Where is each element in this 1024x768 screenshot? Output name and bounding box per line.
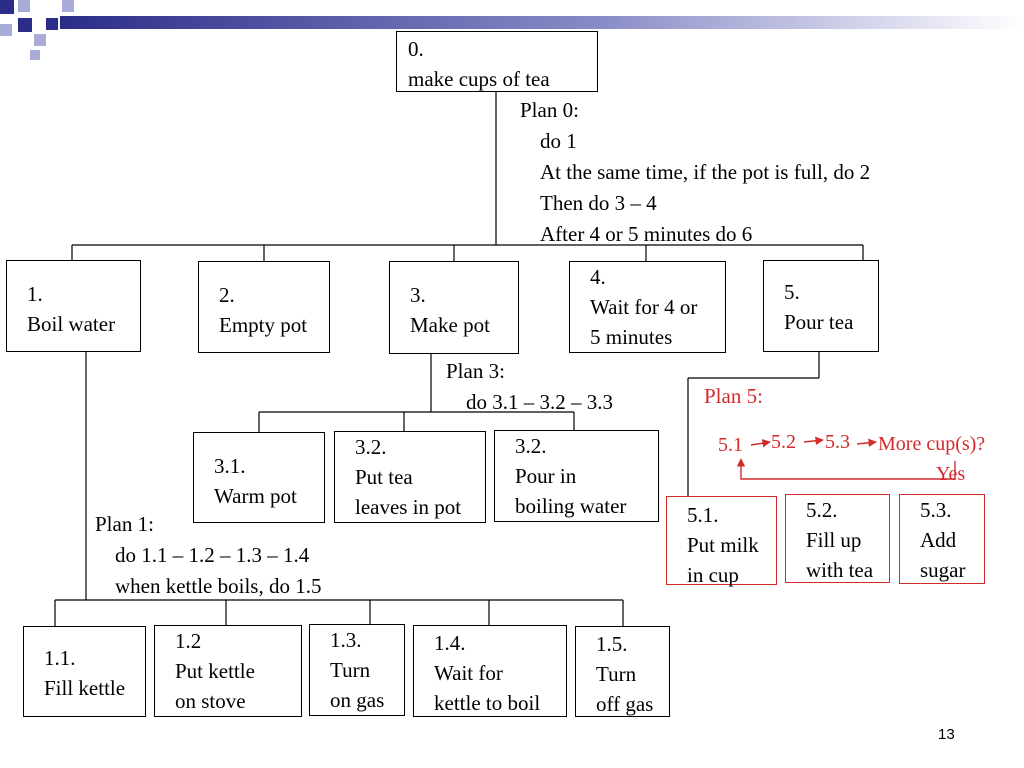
flow-arrow-1 [750,439,771,448]
task-number: 4. [590,265,606,289]
task-label: make cups of tea [408,67,550,91]
plan-title: Plan 3: [446,359,505,383]
task-number: 1.4. [434,631,466,655]
corner-square-light-3 [34,34,46,46]
task-number: 5.2. [806,498,838,522]
task-number: 1.3. [330,628,362,652]
task-node-3-2-pour-water: 3.2. Pour in boiling water [494,430,659,522]
task-label-line1: Put tea [355,465,413,489]
plan-5: Plan 5: [704,381,763,412]
task-number: 1. [27,282,43,306]
task-number: 5.1. [687,503,719,527]
flow-step-5-1: 5.1 [718,434,743,456]
task-label-line1: Wait for [434,661,503,685]
task-node-1-2: 1.2 Put kettle on stove [154,625,302,717]
task-label-line1: Add [920,528,957,552]
task-node-3-1: 3.1. Warm pot [193,432,325,523]
corner-square-light-4 [30,50,40,60]
task-node-4: 4. Wait for 4 or 5 minutes [569,261,726,353]
flow-yes-label: Yes [936,463,966,485]
flow-question: More cup(s)? [878,433,986,455]
task-node-5: 5. Pour tea [763,260,879,352]
corner-square-light-5 [62,0,74,12]
task-node-1-4: 1.4. Wait for kettle to boil [413,625,567,717]
task-node-1-1: 1.1. Fill kettle [23,626,146,717]
flow-step-5-3: 5.3 [825,431,850,453]
corner-square-light-1 [18,0,30,12]
task-label-line1: Wait for 4 or [590,295,698,319]
plan-line: do 1 [540,129,577,153]
page-number: 13 [938,726,955,743]
corner-square-dark-3 [46,18,58,30]
plan-line: do 1.1 – 1.2 – 1.3 – 1.4 [115,543,310,567]
task-label: Fill kettle [44,676,126,700]
plan-line: After 4 or 5 minutes do 6 [540,222,753,246]
flow-arrow-2 [803,436,824,445]
task-label: Warm pot [214,484,297,508]
task-label-line2: sugar [920,558,966,582]
task-label-line2: leaves in pot [355,495,462,519]
task-label-line2: 5 minutes [590,325,673,349]
corner-square-dark-1 [0,0,14,14]
task-node-3-2-put-tea: 3.2. Put tea leaves in pot [334,431,486,523]
task-number: 1.2 [175,629,202,653]
flow-step-5-2: 5.2 [771,431,796,453]
task-node-5-1: 5.1. Put milk in cup [666,496,777,587]
task-label-line2: boiling water [515,494,627,518]
task-label-line2: on stove [175,689,246,713]
task-node-5-2: 5.2. Fill up with tea [785,494,890,583]
task-node-1-3: 1.3. Turn on gas [309,624,405,716]
task-node-2: 2. Empty pot [198,261,330,353]
task-number: 3.2. [515,434,547,458]
task-node-1: 1. Boil water [6,260,141,352]
task-label-line2: with tea [806,558,874,582]
corner-square-dark-2 [18,18,32,32]
task-number: 2. [219,283,235,307]
task-label-line2: off gas [596,692,654,716]
plan-line: Then do 3 – 4 [540,191,657,215]
task-number: 0. [408,37,424,61]
task-label-line1: Put milk [687,533,759,557]
task-node-1-5: 1.5. Turn off gas [575,626,670,717]
task-number: 3.1. [214,454,246,478]
task-label-line2: in cup [687,563,739,587]
task-label-line1: Fill up [806,528,862,552]
plan-0: Plan 0: do 1 At the same time, if the po… [520,95,870,250]
plan-line: when kettle boils, do 1.5 [115,574,322,598]
flow-arrow-3 [856,438,877,447]
corner-square-light-2 [0,24,12,36]
task-label: Boil water [27,312,116,336]
task-label-line2: kettle to boil [434,691,541,715]
plan-title: Plan 0: [520,98,579,122]
task-label-line1: Pour in [515,464,577,488]
plan-line: At the same time, if the pot is full, do… [540,160,871,184]
flow-loop-back [736,458,956,480]
plan-line: do 3.1 – 3.2 – 3.3 [466,390,613,414]
task-label-line1: Turn [596,662,637,686]
task-label: Make pot [410,313,490,337]
task-node-0: 0. make cups of tea [396,31,598,92]
task-label: Pour tea [784,310,854,334]
task-label: Empty pot [219,313,308,337]
task-node-3: 3. Make pot [389,261,519,354]
header-gradient-bar [60,16,1024,29]
plan-title: Plan 5: [704,384,763,408]
plan-title: Plan 1: [95,512,154,536]
task-number: 1.1. [44,646,76,670]
task-label-line2: on gas [330,688,385,712]
task-number: 1.5. [596,632,628,656]
task-number: 3.2. [355,435,387,459]
task-number: 5.3. [920,498,952,522]
task-label-line1: Put kettle [175,659,255,683]
plan-3: Plan 3: do 3.1 – 3.2 – 3.3 [446,356,613,418]
task-number: 5. [784,280,800,304]
task-number: 3. [410,283,426,307]
plan-1: Plan 1: do 1.1 – 1.2 – 1.3 – 1.4 when ke… [95,509,321,602]
task-label-line1: Turn [330,658,371,682]
task-node-5-3: 5.3. Add sugar [899,494,985,584]
